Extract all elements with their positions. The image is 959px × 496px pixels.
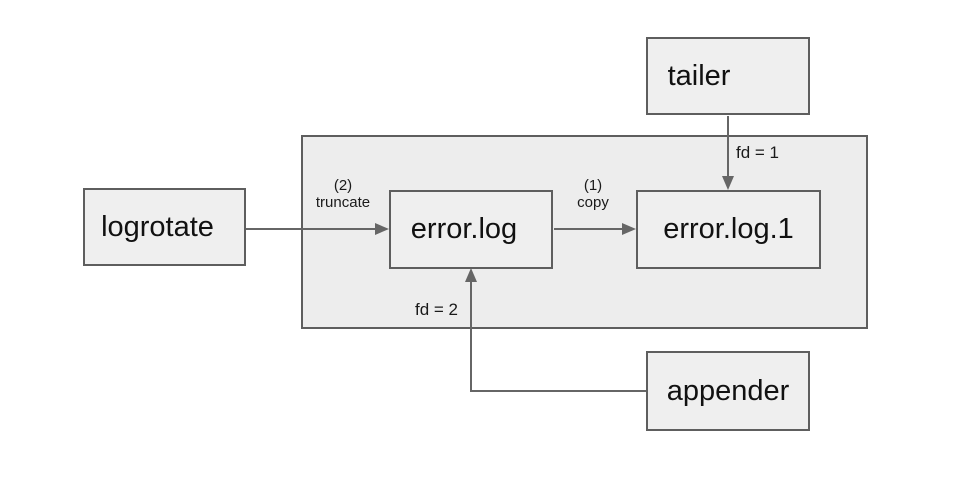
node-logrotate: logrotate [83, 188, 246, 266]
edge-truncate-step: (2) [333, 177, 353, 194]
node-tailer-label: tailer [667, 59, 731, 92]
node-error-log-1-label: error.log.1 [663, 213, 794, 245]
edge-appender-fd-hline [470, 390, 647, 392]
edge-copy-label: (1) copy [543, 177, 643, 211]
edge-tailer-fd-line [727, 116, 729, 178]
edge-appender-fd-arrowhead [465, 268, 477, 282]
node-appender-label: appender [666, 374, 790, 407]
node-tailer: tailer [646, 37, 810, 115]
edge-truncate-arrowhead [375, 223, 389, 235]
node-appender: appender [646, 351, 810, 431]
node-logrotate-label: logrotate [101, 210, 214, 243]
edge-tailer-fd-label: fd = 1 [736, 143, 780, 162]
edge-truncate-label: (2) truncate [293, 177, 393, 211]
node-error-log-label: error.log [410, 213, 518, 245]
node-error-log-1: error.log.1 [636, 190, 821, 269]
edge-tailer-fd-arrowhead [722, 176, 734, 190]
edge-appender-fd-label: fd = 2 [414, 300, 458, 319]
edge-truncate-action: truncate [315, 194, 371, 211]
edge-copy-line [554, 228, 624, 230]
edge-truncate-line [246, 228, 377, 230]
edge-copy-step: (1) [583, 177, 603, 194]
edge-appender-fd-vline [470, 281, 472, 392]
edge-copy-action: copy [577, 194, 609, 211]
node-error-log: error.log [389, 190, 553, 269]
edge-copy-arrowhead [622, 223, 636, 235]
